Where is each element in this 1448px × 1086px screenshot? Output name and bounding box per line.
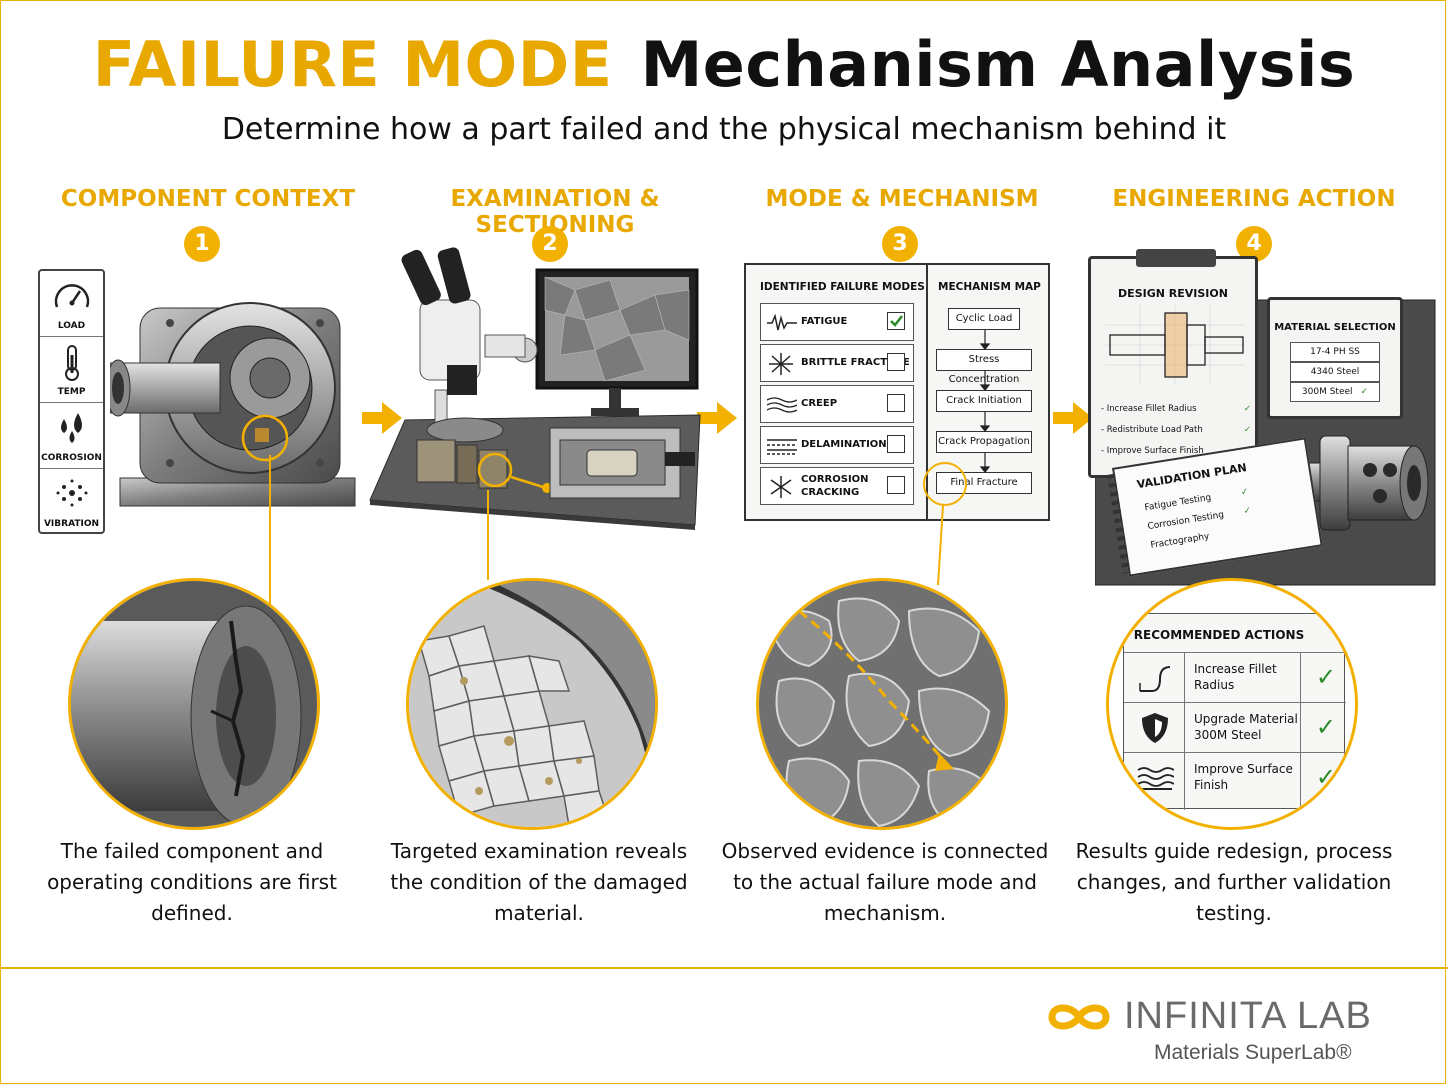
arrow-3-to-4 xyxy=(1053,402,1093,434)
vibration-icon xyxy=(56,479,87,507)
step-2-caption: Targeted examination reveals the conditi… xyxy=(390,839,688,925)
board-divider xyxy=(926,265,928,519)
mechanism-cyclic-load: Cyclic Load xyxy=(948,308,1020,330)
grain-structure-image xyxy=(409,581,655,827)
operating-conditions-panel: LOAD TEMP CORROSION VIBRATION xyxy=(38,269,105,534)
gearbox-illustration xyxy=(110,302,356,507)
shaft-drawing xyxy=(1105,305,1245,385)
thermometer-icon xyxy=(64,345,79,381)
condition-vibration: VIBRATION xyxy=(40,469,103,534)
condition-load-label: LOAD xyxy=(57,321,86,331)
validation-plan-list: Fatigue Testing✓ Corrosion Testing✓ Frac… xyxy=(1143,476,1300,556)
droplets-icon xyxy=(60,413,82,443)
title-main: Mechanism Analysis xyxy=(640,28,1356,101)
shaft-crack-image xyxy=(71,581,317,827)
failure-mode-fatigue: FATIGUE xyxy=(760,303,914,341)
arrow-2-to-3 xyxy=(697,402,737,434)
action-fillet-check: ✓ xyxy=(1315,663,1336,691)
material-selection-card: MATERIAL SELECTION 17-4 PH SS 4340 Steel… xyxy=(1267,297,1403,419)
material-option-3: 300M Steel✓ xyxy=(1290,382,1380,402)
step-3-heading: MODE & MECHANISM xyxy=(765,186,1039,212)
title-accent: FAILURE MODE xyxy=(92,28,613,101)
recommended-actions-heading: RECOMMENDED ACTIONS xyxy=(1133,628,1305,642)
mechanism-flow-arrows xyxy=(979,330,991,473)
action-row-material: Upgrade Material 300M Steel ✓ xyxy=(1124,702,1346,753)
surface-wave-icon xyxy=(1137,767,1174,790)
infinity-icon xyxy=(1048,1004,1110,1030)
failure-modes-heading: IDENTIFIED FAILURE MODES xyxy=(760,281,925,293)
infinita-lab-logo: INFINITA LAB Materials SuperLab® xyxy=(1044,995,1404,1075)
fracture-sem-image xyxy=(759,581,1005,827)
page-subtitle: Determine how a part failed and the phys… xyxy=(221,112,1227,147)
design-item-1: - Increase Fillet Radius✓ xyxy=(1101,404,1251,414)
material-selection-heading: MATERIAL SELECTION xyxy=(1274,322,1396,333)
failure-mode-corrosion-cracking: CORROSION CRACKING xyxy=(760,467,914,505)
failure-mode-delamination: DELAMINATION xyxy=(760,426,914,464)
condition-temp-label: TEMP xyxy=(57,387,86,397)
fillet-curve-icon xyxy=(1139,666,1171,692)
arrow-1-to-2 xyxy=(362,402,402,434)
condition-temp: TEMP xyxy=(40,337,103,403)
mechanism-crack-propagation: Crack Propagation xyxy=(936,431,1032,453)
brittle-burst-icon xyxy=(769,353,793,375)
design-revision-clipboard: DESIGN REVISION - Increase Fillet Radius… xyxy=(1088,249,1258,478)
fatigue-wave-icon xyxy=(767,314,797,331)
creep-checkbox xyxy=(887,394,905,412)
step-3-badge: 3 xyxy=(882,226,918,262)
material-option-2: 4340 Steel xyxy=(1290,362,1380,382)
step-1-caption: The failed component and operating condi… xyxy=(47,839,337,925)
creep-wave-icon xyxy=(767,397,797,413)
design-revision-heading: DESIGN REVISION xyxy=(1118,287,1228,300)
step-3-caption: Observed evidence is connected to the ac… xyxy=(721,839,1049,925)
recommended-actions-circle: RECOMMENDED ACTIONS Increase Fillet Radi… xyxy=(1106,578,1358,830)
closeup-microstructure xyxy=(406,578,658,830)
corrosion-cracking-checkbox xyxy=(887,476,905,494)
connector-line-1 xyxy=(269,455,271,605)
footer-divider xyxy=(0,967,1448,969)
delamination-checkbox xyxy=(887,435,905,453)
condition-corrosion-label: CORROSION xyxy=(41,453,102,463)
logo-name: INFINITA LAB xyxy=(1124,995,1372,1037)
brittle-checkbox xyxy=(887,353,905,371)
step-4-caption: Results guide redesign, process changes,… xyxy=(1075,839,1393,925)
closeup-fracture-surface xyxy=(756,578,1008,830)
action-surface-check: ✓ xyxy=(1315,763,1336,791)
shield-icon xyxy=(1142,713,1168,743)
step-1-heading: COMPONENT CONTEXT xyxy=(60,186,356,212)
material-option-1: 17-4 PH SS xyxy=(1290,342,1380,362)
gauge-icon xyxy=(54,284,89,308)
action-row-fillet: Increase Fillet Radius ✓ xyxy=(1124,652,1346,703)
mechanism-crack-initiation: Crack Initiation xyxy=(936,390,1032,412)
design-item-2: - Redistribute Load Path✓ xyxy=(1101,425,1251,435)
action-material-check: ✓ xyxy=(1315,713,1336,741)
microscope-workstation xyxy=(369,247,701,530)
mechanism-stress-concentration: Stress Concentration xyxy=(936,349,1032,385)
failure-analysis-board: IDENTIFIED FAILURE MODES MECHANISM MAP F… xyxy=(744,263,1050,521)
failure-mode-creep: CREEP xyxy=(760,385,914,423)
mechanism-map-heading: MECHANISM MAP xyxy=(938,281,1041,293)
condition-load: LOAD xyxy=(40,271,103,337)
mechanism-final-fracture: Final Fracture xyxy=(936,472,1032,494)
corrosion-crack-icon xyxy=(770,476,792,498)
clipboard-clip xyxy=(1136,249,1216,267)
action-row-surface: Improve Surface Finish ✓ xyxy=(1124,752,1346,803)
step-2-badge: 2 xyxy=(532,226,568,262)
condition-corrosion: CORROSION xyxy=(40,403,103,469)
connector-line-2 xyxy=(487,490,489,580)
delamination-layers-icon xyxy=(767,439,797,455)
final-fracture-highlight xyxy=(923,462,967,506)
fatigue-checkbox xyxy=(887,312,905,330)
connector-line-3 xyxy=(937,505,944,585)
failure-mode-brittle-fracture: BRITTLE FRACTURE xyxy=(760,344,914,382)
recommended-actions-table: RECOMMENDED ACTIONS Increase Fillet Radi… xyxy=(1123,613,1346,810)
material-selected-check: ✓ xyxy=(1360,387,1369,397)
closeup-shaft-crack xyxy=(68,578,320,830)
step-4-heading: ENGINEERING ACTION xyxy=(1112,186,1396,212)
logo-tagline: Materials SuperLab® xyxy=(1154,1041,1352,1064)
step-1-badge: 1 xyxy=(184,226,220,262)
page-title: FAILURE MODE Mechanism Analysis xyxy=(0,28,1448,101)
condition-vibration-label: VIBRATION xyxy=(43,519,100,529)
